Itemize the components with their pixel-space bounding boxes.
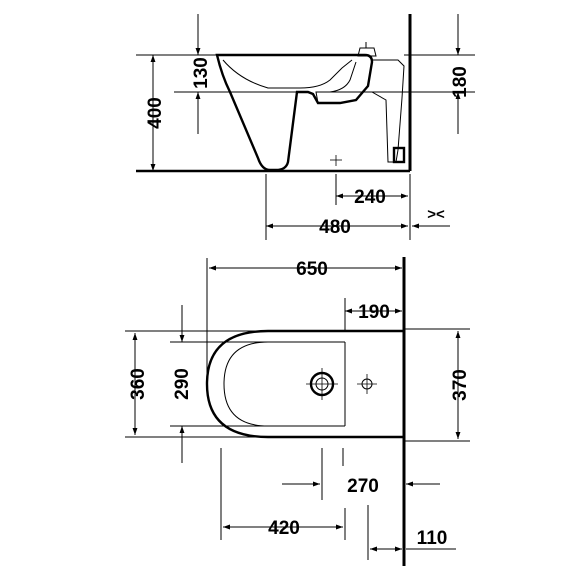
dim-650-label: 650 — [296, 259, 328, 280]
dim-190-label: 190 — [358, 302, 390, 323]
top-view: 650 190 360 290 370 270 420 — [125, 257, 471, 566]
bidet-top-outline — [205, 329, 404, 439]
bidet-side-outline — [215, 42, 406, 172]
wall-gap-symbol: >< — [427, 206, 445, 223]
dim-270-label: 270 — [347, 476, 379, 497]
side-view: 130 400 180 240 480 >< — [136, 14, 475, 240]
dim-420-label: 420 — [268, 518, 300, 539]
dim-400-label: 400 — [145, 97, 166, 129]
dim-110-label: 110 — [417, 528, 448, 549]
dim-480-label: 480 — [319, 217, 351, 238]
dim-370-label: 370 — [450, 369, 471, 401]
dim-130-label: 130 — [191, 57, 212, 89]
dim-290-label: 290 — [172, 368, 193, 400]
dim-180-label: 180 — [450, 66, 471, 98]
dim-360-label: 360 — [128, 368, 149, 400]
dim-240-label: 240 — [354, 187, 386, 208]
